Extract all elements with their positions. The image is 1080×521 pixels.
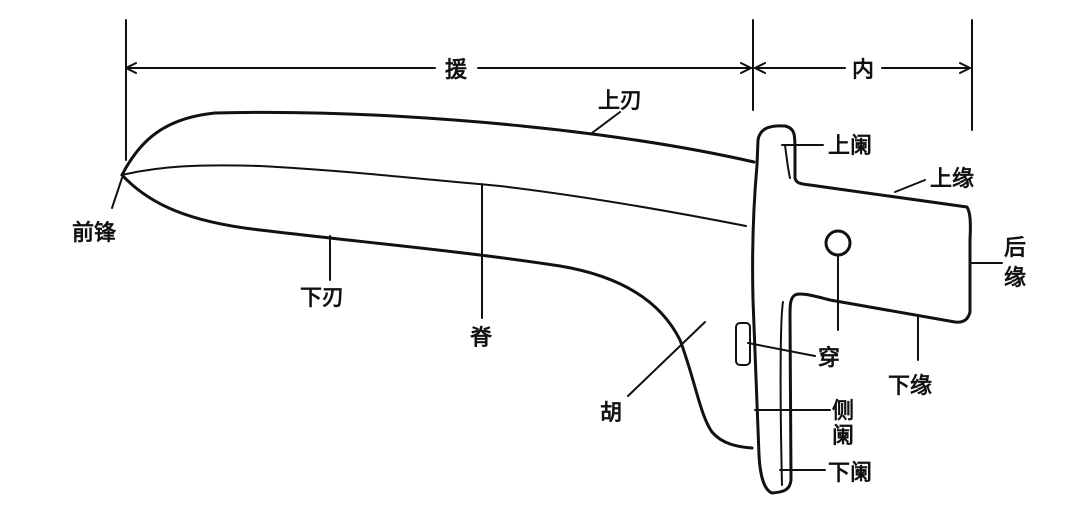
leader-lines [111, 111, 1003, 471]
dimension-lines [125, 19, 973, 161]
label-chuan: 穿 [818, 345, 840, 371]
label-hu: 胡 [600, 401, 622, 426]
label-ce-lan-2: 阑 [832, 423, 854, 449]
label-hou-yuan-1: 后 [1004, 236, 1026, 261]
label-ji: 脊 [469, 325, 493, 351]
label-xia-lan: 下阑 [828, 460, 872, 486]
blade-outline [120, 110, 756, 450]
label-xia-ren: 下刃 [300, 286, 344, 311]
dimension-label-nei: 内 [852, 58, 874, 83]
label-shang-ren: 上刃 [598, 89, 642, 114]
label-shang-yuan: 上缘 [930, 167, 974, 192]
label-xia-yuan: 下缘 [888, 374, 932, 399]
label-qian-feng: 前锋 [72, 220, 117, 246]
side-lug [735, 322, 751, 366]
dimension-label-yuan: 援 [445, 58, 468, 83]
chuan-hole [824, 229, 852, 257]
label-hou-yuan-2: 缘 [1004, 266, 1026, 291]
label-ce-lan-1: 侧 [832, 399, 854, 424]
label-shang-lan: 上阑 [828, 133, 872, 159]
